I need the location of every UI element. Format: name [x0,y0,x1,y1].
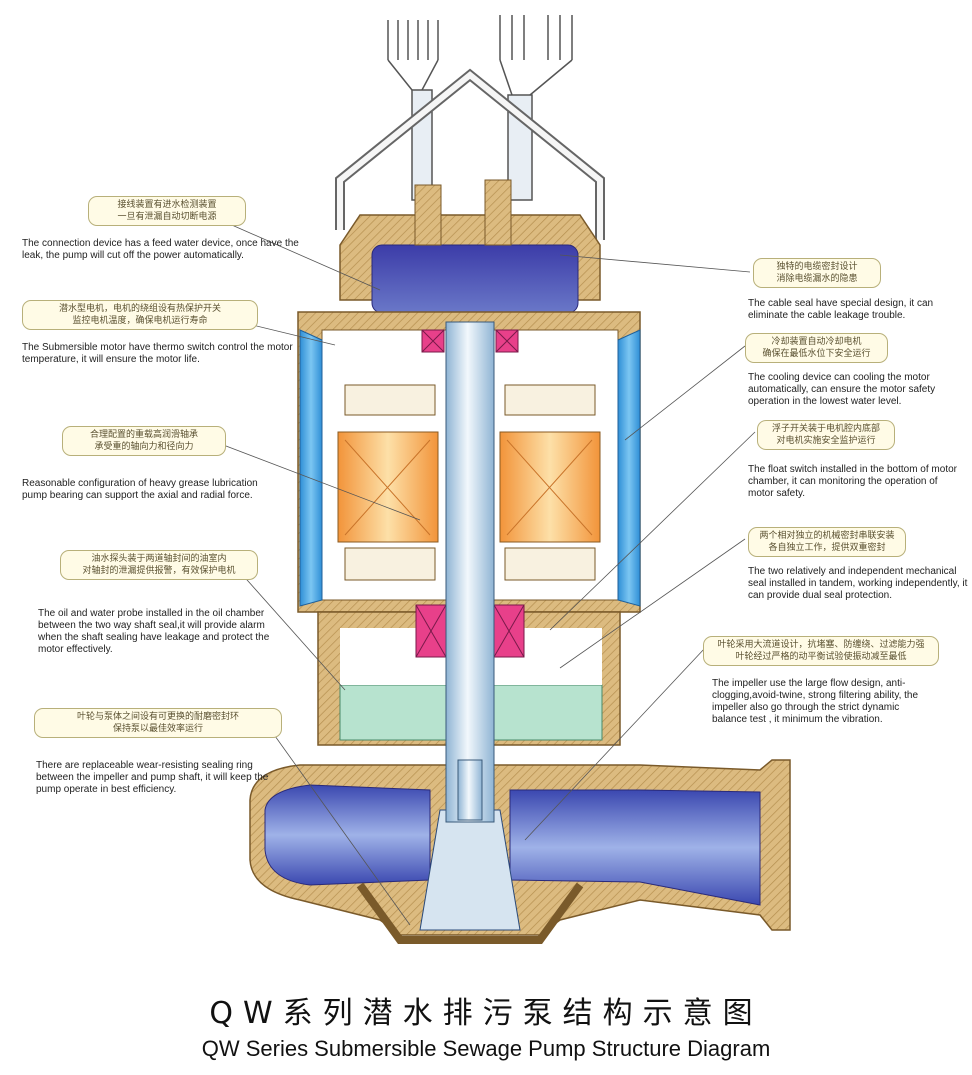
callout-3-tag: 合理配置的重载高润滑轴承 承受重的轴向力和径向力 [62,426,226,456]
diagram-title-en: QW Series Submersible Sewage Pump Struct… [201,1036,771,1061]
callout-6-tag: 独特的电缆密封设计 消除电缆漏水的隐患 [753,258,881,288]
callout-7-text: The cooling device can cooling the motor… [748,372,936,407]
callout-2-cn1: 潜水型电机，电机的绕组设有热保护开关 [58,304,221,314]
callout-8-tag: 浮子开关装于电机腔内底部 对电机实施安全监护运行 [757,420,895,450]
callout-6-cn2: 消除电缆漏水的隐患 [776,274,858,284]
callout-5-cn2: 保持泵以最佳效率运行 [112,724,203,734]
callout-2-cn2: 监控电机温度，确保电机运行寿命 [72,316,208,326]
callout-4-text: The oil and water probe installed in the… [38,608,270,655]
junction-chamber [371,244,579,314]
callout-5-text: There are replaceable wear-resisting sea… [36,760,269,795]
callout-8-text: The float switch installed in the bottom… [748,464,957,499]
callout-5-tag: 叶轮与泵体之间设有可更换的耐磨密封环 保持泵以最佳效率运行 [34,708,282,738]
callout-3-text: Reasonable configuration of heavy grease… [22,478,258,501]
callout-1-cn1: 接线装置有进水检测装置 [117,200,217,210]
callout-5-cn1: 叶轮与泵体之间设有可更换的耐磨密封环 [76,712,239,722]
callout-6-text: The cable seal have special design, it c… [748,298,934,321]
cooling-jacket-left [299,329,323,607]
callout-7-tag: 冷却装置自动冷却电机 确保在最低水位下安全运行 [745,333,888,363]
callout-3-cn1: 合理配置的重载高润滑轴承 [89,430,198,440]
callout-9-cn2: 各自独立工作，提供双重密封 [768,543,886,553]
diagram-title-cn: QW系列潜水排污泵结构示意图 [209,996,763,1031]
callout-10-cn1: 叶轮采用大流道设计，抗堵塞、防缠绕、过滤能力强 [717,640,925,650]
callout-4-cn2: 对轴封的泄漏提供报警，有效保护电机 [82,566,236,576]
callout-7-cn1: 冷却装置自动冷却电机 [771,337,862,347]
callout-6-cn1: 独特的电缆密封设计 [776,262,858,272]
callout-9-text: The two relatively and independent mecha… [748,566,968,601]
callout-4-tag: 油水探头装于两道轴封间的油室内 对轴封的泄漏提供报警，有效保护电机 [60,550,258,580]
cables [387,15,573,201]
callout-9-tag: 两个相对独立的机械密封串联安装 各自独立工作，提供双重密封 [748,527,906,557]
callout-2-tag: 潜水型电机，电机的绕组设有热保护开关 监控电机温度，确保电机运行寿命 [22,300,258,330]
callout-8-cn1: 浮子开关装于电机腔内底部 [771,424,880,434]
callout-10-cn2: 叶轮经过严格的动平衡试验使振动减至最低 [735,652,907,662]
callout-1-cn2: 一旦有泄漏自动切断电源 [117,212,217,222]
callout-4-cn1: 油水探头装于两道轴封间的油室内 [91,554,227,564]
suction-inlet [356,882,584,944]
callout-10-text: The impeller use the large flow design, … [712,678,919,725]
callout-8-cn2: 对电机实施安全监护运行 [776,436,876,446]
callout-7-cn2: 确保在最低水位下安全运行 [762,349,871,359]
pump-shaft [445,321,495,823]
callout-3-cn2: 承受重的轴向力和径向力 [94,442,194,452]
callout-10-tag: 叶轮采用大流道设计，抗堵塞、防缠绕、过滤能力强 叶轮经过严格的动平衡试验使振动减… [703,636,939,666]
callout-9-cn1: 两个相对独立的机械密封串联安装 [759,531,895,541]
callout-2-text: The Submersible motor have thermo switch… [22,342,293,365]
callout-1-text: The connection device has a feed water d… [22,238,299,261]
cooling-jacket-right [617,329,641,607]
callout-1-tag: 接线装置有进水检测装置 一旦有泄漏自动切断电源 [88,196,246,226]
leader-lines [204,221,756,926]
